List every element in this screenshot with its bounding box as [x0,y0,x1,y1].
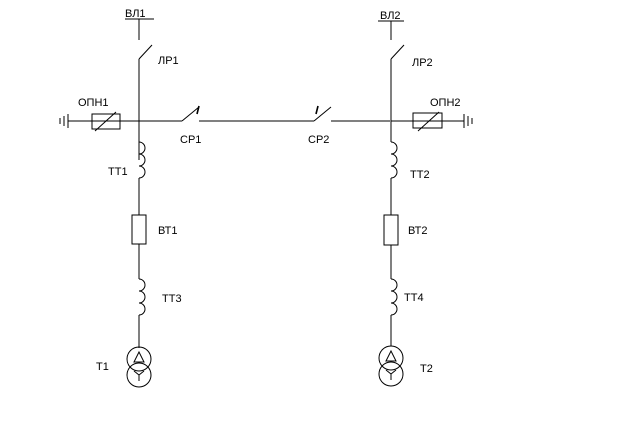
breaker2-label: ВТ2 [408,225,427,237]
current-transformer1-coil [138,141,146,179]
sectional-disconnector1-contact [196,105,200,115]
breaker1-label: ВТ1 [158,225,177,237]
feeder-right: ВЛ2 ЛР2 ОПН2 ТТ2 ВТ2 ТТ4 [378,10,473,387]
surge-arrester1 [91,113,121,130]
current-transformer2-label: ТТ2 [410,169,430,181]
disconnector1-blade [138,44,153,60]
surge-arrester1-label: ОПН1 [78,97,109,109]
surge-arrester2-diagonal [417,111,440,132]
transformer1-label: Т1 [96,361,109,373]
surge-arrester2-label: ОПН2 [430,97,461,109]
disconnector1-label: ЛР1 [158,55,179,67]
disconnector2-label: ЛР2 [412,57,433,69]
sectional-disconnector1-label: СР1 [180,134,201,146]
surge-arrester1-diagonal [94,111,117,132]
current-transformer1-label: ТТ1 [108,166,128,178]
sectional-link: СР1 СР2 [139,105,390,146]
current-transformer4-coil [390,278,398,316]
line2-label: ВЛ2 [380,10,401,22]
power-transformer1 [126,346,152,388]
sectional-disconnector1-blade [181,106,200,122]
sectional-disconnector2-contact [315,105,319,115]
power-transformer2 [378,345,404,387]
current-transformer3-label: ТТ3 [162,293,182,305]
transformer2-label: Т2 [420,363,433,375]
current-transformer2-coil [390,141,398,179]
line1-label: ВЛ1 [125,8,146,20]
disconnector2-blade [390,44,405,60]
sectional-disconnector2-label: СР2 [308,134,329,146]
current-transformer3-coil [138,278,146,316]
current-transformer4-label: ТТ4 [404,292,424,304]
breaker2 [383,214,399,246]
surge-arrester2 [412,112,443,129]
feeder-left: ВЛ1 ЛР1 ОПН1 ТТ1 ВТ1 ТТ3 [59,8,182,388]
breaker1 [131,214,147,245]
sectional-disconnector2-blade [313,106,332,122]
